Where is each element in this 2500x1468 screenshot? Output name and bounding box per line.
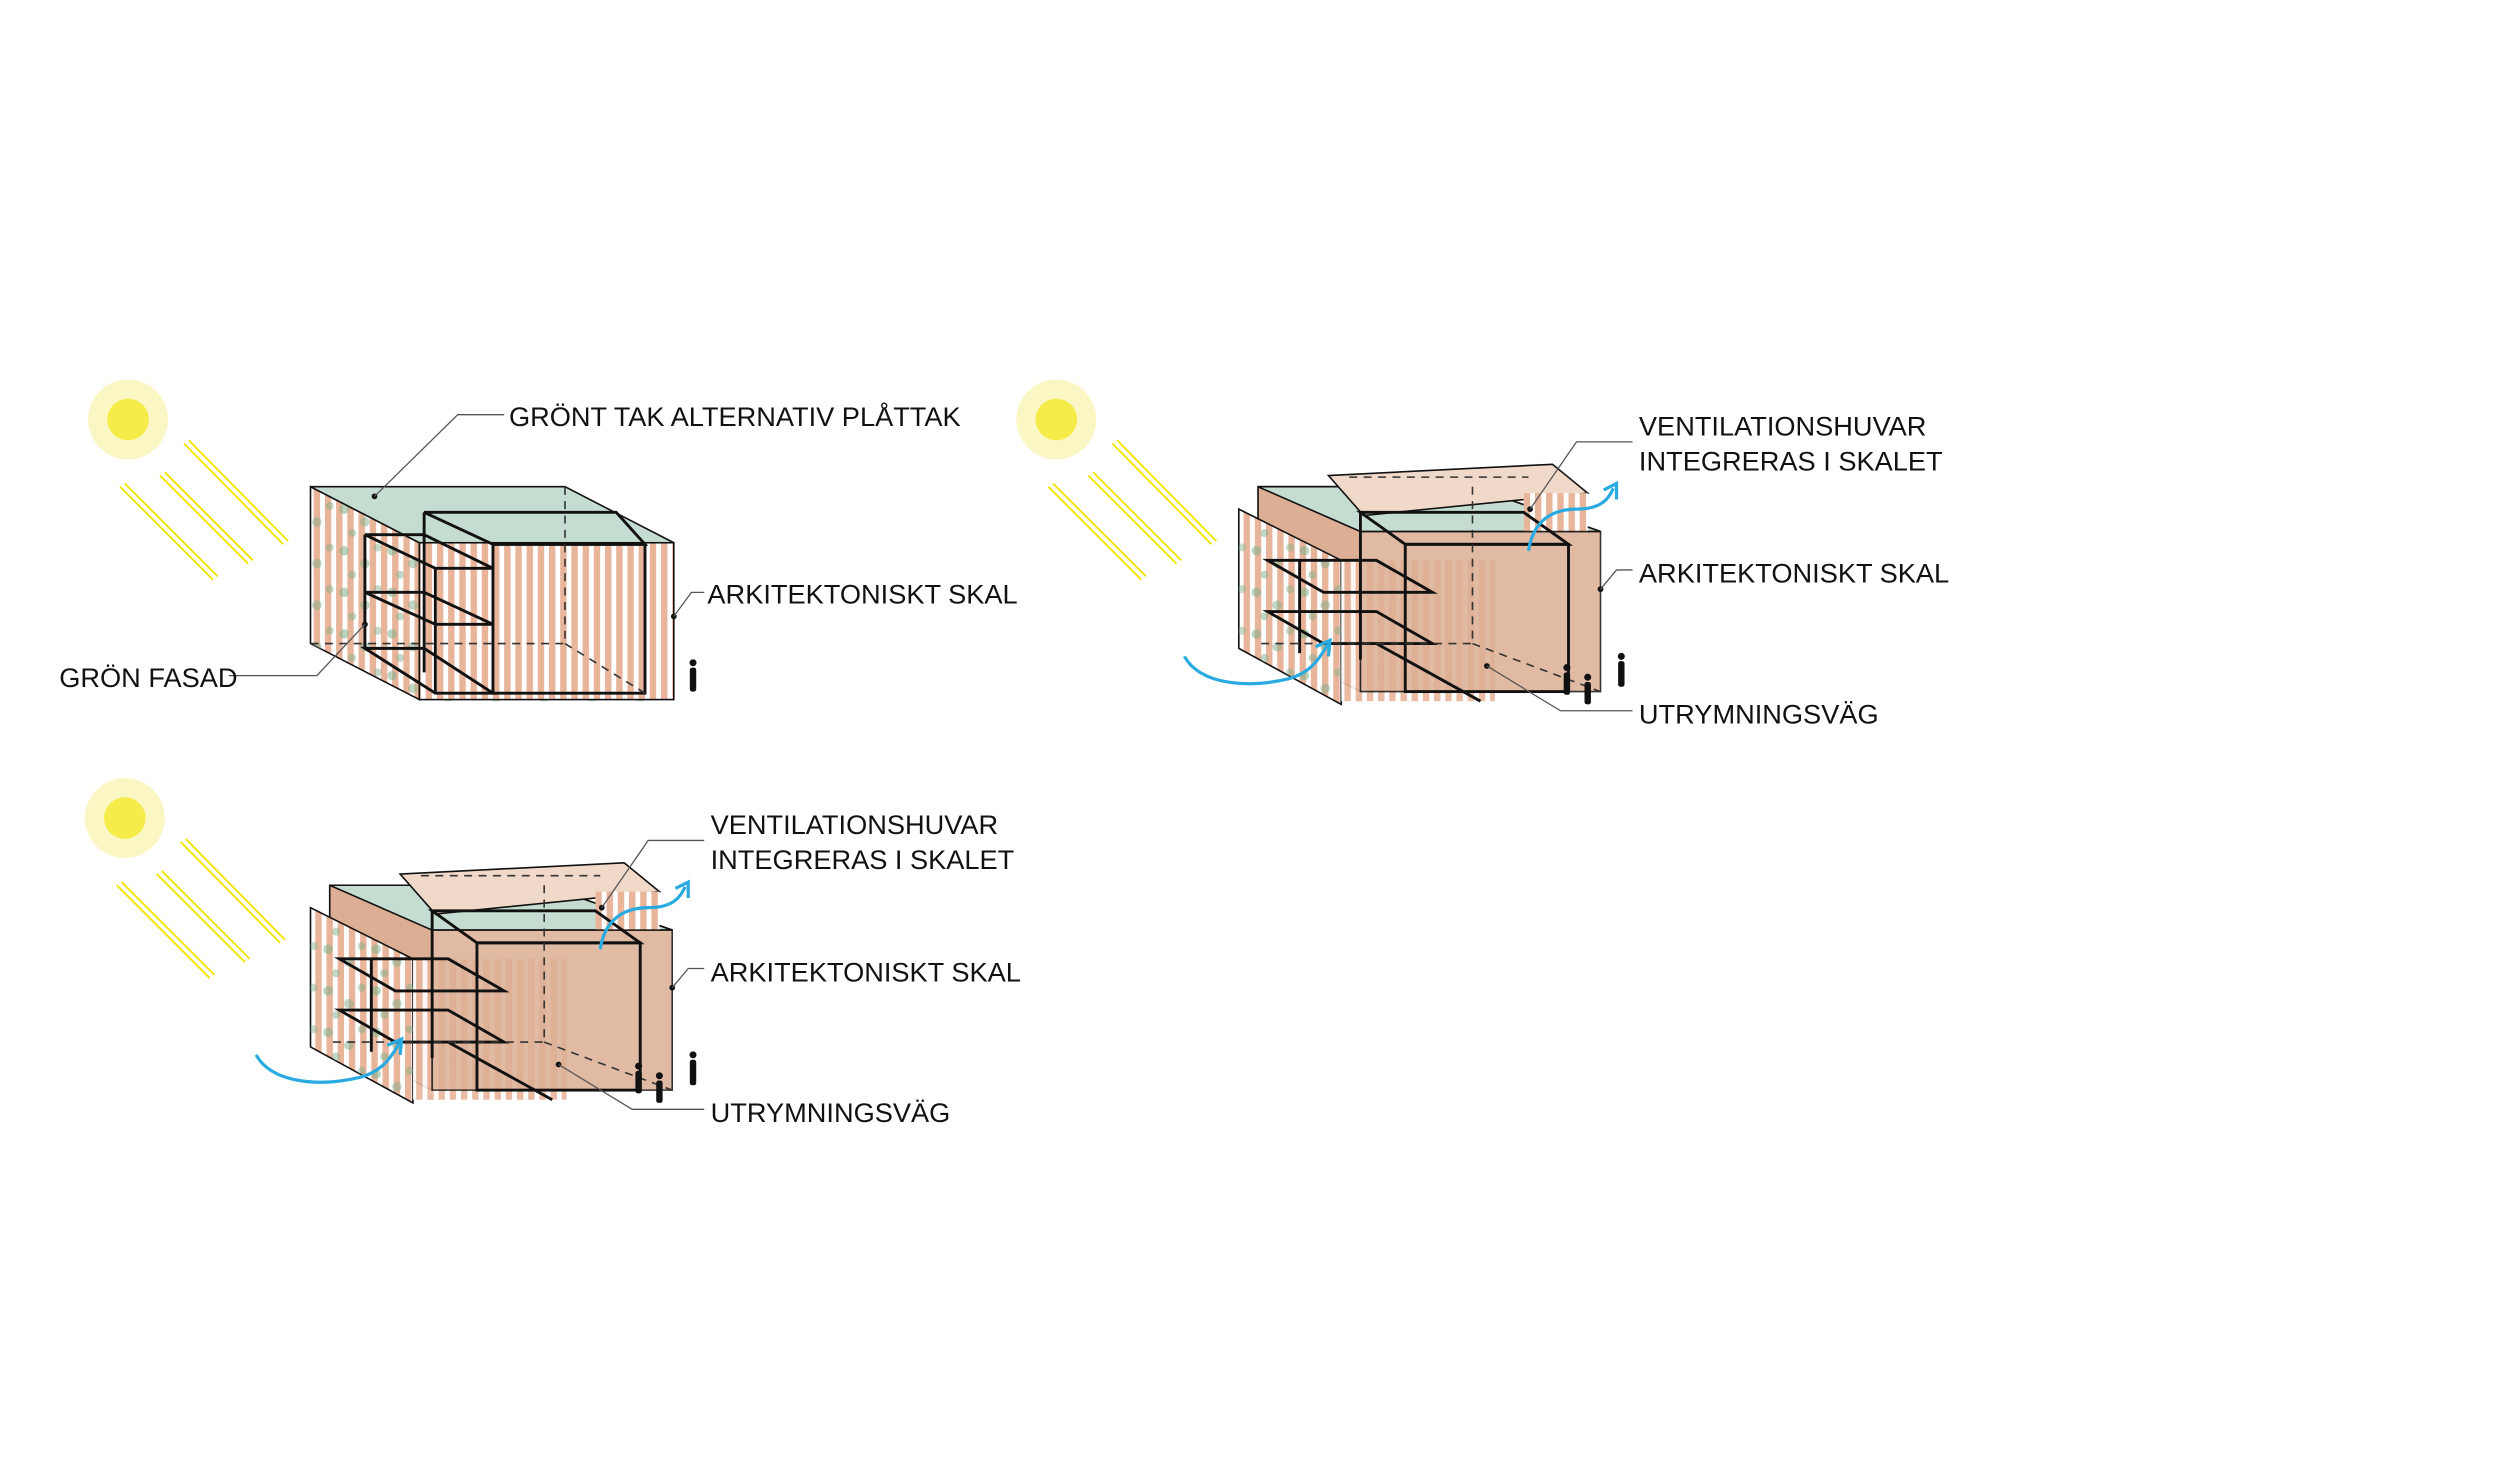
label-escape-route: UTRYMNINGSVÄG [711,1097,951,1128]
label-architectural-shell: ARKITEKTONISKT SKAL [707,579,1017,610]
diagram-green-roof: GRÖNT TAK ALTERNATIV PLÅTTAK ARKITEKTONI… [59,378,1018,702]
building-shell [309,485,697,702]
sun-icon [83,777,286,980]
label-ventilation-line2: INTEGRERAS I SKALET [711,844,1015,875]
building-shell [1182,440,1635,713]
person-figure [689,659,697,692]
label-escape-route: UTRYMNINGSVÄG [1639,699,1879,730]
label-green-roof: GRÖNT TAK ALTERNATIV PLÅTTAK [509,401,961,432]
diagram-ventilation-bottom: VENTILATIONSHUVAR INTEGRERAS I SKALET AR… [83,777,1021,1128]
label-ventilation-line2: INTEGRERAS I SKALET [1639,446,1943,477]
sun-icon [87,378,290,581]
label-ventilation-line1: VENTILATIONSHUVAR [1639,411,1927,442]
label-architectural-shell: ARKITEKTONISKT SKAL [711,956,1021,987]
label-ventilation-line1: VENTILATIONSHUVAR [711,809,999,840]
sun-icon [1015,378,1218,581]
diagram-ventilation-right: VENTILATIONSHUVAR INTEGRERAS I SKALET AR… [1015,378,1949,730]
label-green-facade: GRÖN FASAD [59,662,237,693]
building-shell [254,838,706,1111]
label-architectural-shell: ARKITEKTONISKT SKAL [1639,558,1949,589]
